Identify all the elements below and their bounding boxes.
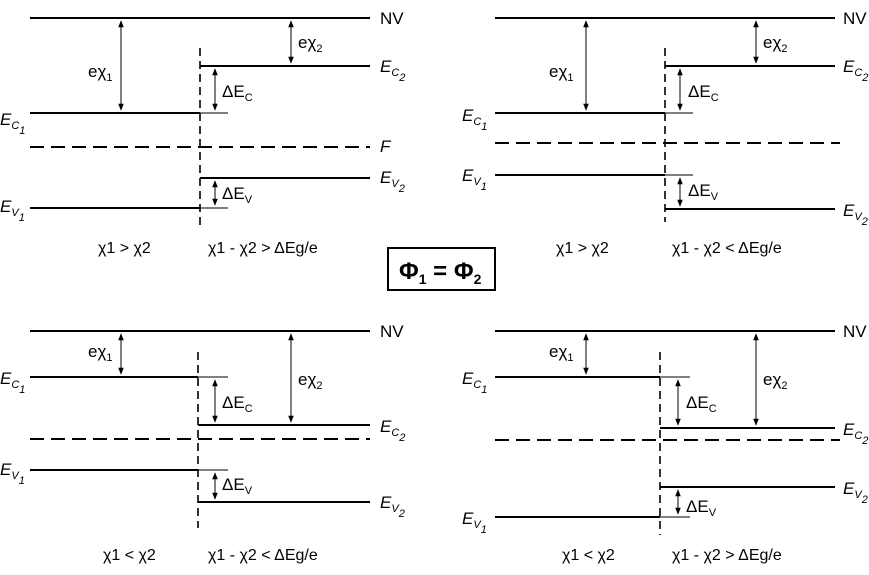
ev2-label: EV2 (843, 201, 868, 228)
nv-label: NV (843, 9, 867, 28)
ec1-label: EC1 (0, 110, 25, 137)
e-chi2-label: eχ2 (298, 370, 323, 392)
e-chi1-label: eχ1 (88, 62, 113, 84)
center-label-frame (387, 247, 496, 291)
ev1-label: EV1 (462, 509, 487, 536)
nv-label: NV (380, 322, 404, 341)
caption-right: χ1 - χ2 > ΔEg/e (208, 240, 318, 257)
ev1-label: EV1 (462, 166, 487, 193)
ev2-label: EV2 (380, 493, 405, 520)
delta-ec-label: ΔEC (688, 82, 719, 104)
e-chi1-label: eχ1 (88, 342, 113, 364)
e-chi2-label: eχ2 (298, 33, 323, 55)
delta-ev-label: ΔEV (686, 497, 717, 519)
nv-label: NV (843, 322, 867, 341)
panel-bottom-right: NV eχ1 eχ2 ΔEC ΔEV EC1 EV1 EC2 EV2 χ1 < … (462, 322, 868, 564)
panel-top-right: NV eχ1 eχ2 ΔEC ΔEV EC1 EV1 EC2 EV2 χ1 > … (462, 9, 868, 257)
panel-bottom-left: NV eχ1 eχ2 ΔEC ΔEV EC1 EV1 EC2 EV2 χ1 < … (0, 322, 405, 564)
caption-right: χ1 - χ2 > ΔEg/e (672, 547, 782, 564)
delta-ec-label: ΔEC (222, 393, 253, 415)
ec2-label: EC2 (843, 420, 868, 447)
delta-ev-label: ΔEV (222, 475, 253, 497)
ec2-label: EC2 (843, 57, 868, 84)
e-chi1-label: eχ1 (549, 342, 574, 364)
e-chi2-label: eχ2 (763, 370, 788, 392)
caption-left: χ1 < χ2 (562, 547, 615, 564)
e-chi1-label: eχ1 (549, 62, 574, 84)
delta-ev-label: ΔEV (688, 181, 719, 203)
caption-left: χ1 < χ2 (103, 547, 156, 564)
ec2-label: EC2 (380, 57, 405, 84)
panel-top-left: NV F eχ1 eχ2 ΔEC ΔEV EC1 EV1 EC2 EV2 χ1 … (0, 9, 405, 257)
ev1-label: EV1 (0, 460, 25, 487)
ev2-label: EV2 (380, 168, 405, 195)
caption-left: χ1 > χ2 (556, 240, 609, 257)
delta-ec-label: ΔEC (686, 393, 717, 415)
caption-right: χ1 - χ2 < ΔEg/e (208, 547, 318, 564)
delta-ec-label: ΔEC (222, 82, 253, 104)
e-chi2-label: eχ2 (763, 33, 788, 55)
nv-label: NV (380, 9, 404, 28)
ec1-label: EC1 (0, 369, 25, 396)
center-label: Φ1 = Φ2 (399, 258, 482, 287)
caption-left: χ1 > χ2 (98, 240, 151, 257)
ev1-label: EV1 (0, 197, 25, 224)
delta-ev-label: ΔEV (222, 184, 253, 206)
center-label-box: Φ1 = Φ2 (387, 247, 496, 291)
ec1-label: EC1 (462, 106, 487, 133)
caption-right: χ1 - χ2 < ΔEg/e (672, 240, 782, 257)
ec2-label: EC2 (380, 417, 405, 444)
fermi-label: F (380, 137, 392, 156)
ev2-label: EV2 (843, 479, 868, 506)
ec1-label: EC1 (462, 369, 487, 396)
